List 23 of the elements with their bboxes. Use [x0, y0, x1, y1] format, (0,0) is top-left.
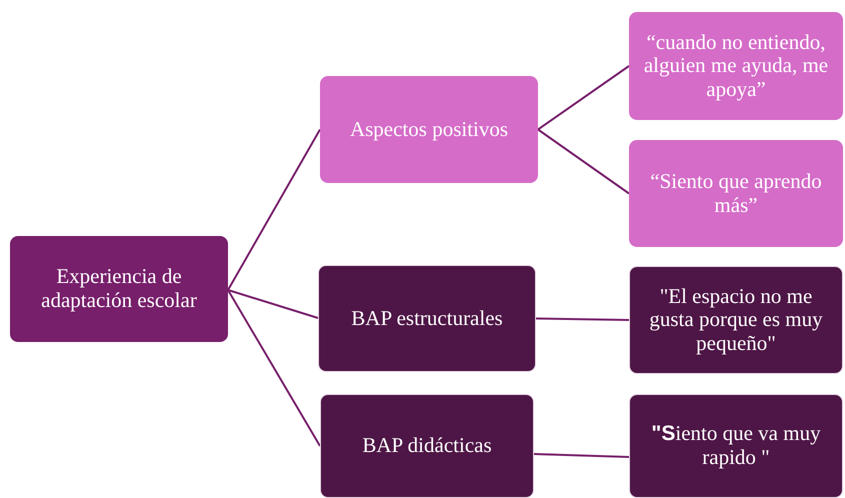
topic-text: “Siento que aprendo más”	[649, 170, 823, 218]
topic-text: Experiencia de adaptación escolar	[40, 265, 198, 313]
connector-line	[536, 318, 630, 321]
topic-text: “cuando no entiendo, alguien me ayuda, me apoya”	[642, 30, 830, 102]
topic-text: "El espacio no me gusta porque es muy pequeño"	[648, 284, 824, 356]
connector-line	[534, 453, 630, 458]
connector-line	[227, 290, 321, 446]
topic-box	[629, 394, 843, 498]
connector-line	[537, 128, 630, 194]
connector-line	[227, 129, 321, 290]
topic-text: BAP estructurales	[351, 306, 503, 330]
topic-box	[320, 394, 534, 498]
topic-text: Aspectos positivos	[350, 118, 508, 142]
connector-line	[228, 289, 318, 319]
topic-text: BAP didácticas	[362, 434, 492, 458]
topic-box	[320, 76, 538, 183]
topic-box	[629, 140, 843, 247]
topic-box	[629, 12, 843, 120]
topic-box	[10, 236, 228, 342]
topic-box	[629, 266, 843, 374]
connector-line	[537, 65, 630, 130]
topic-box	[318, 265, 536, 372]
topic-text: "Siento que va muy rapido "	[650, 422, 822, 470]
